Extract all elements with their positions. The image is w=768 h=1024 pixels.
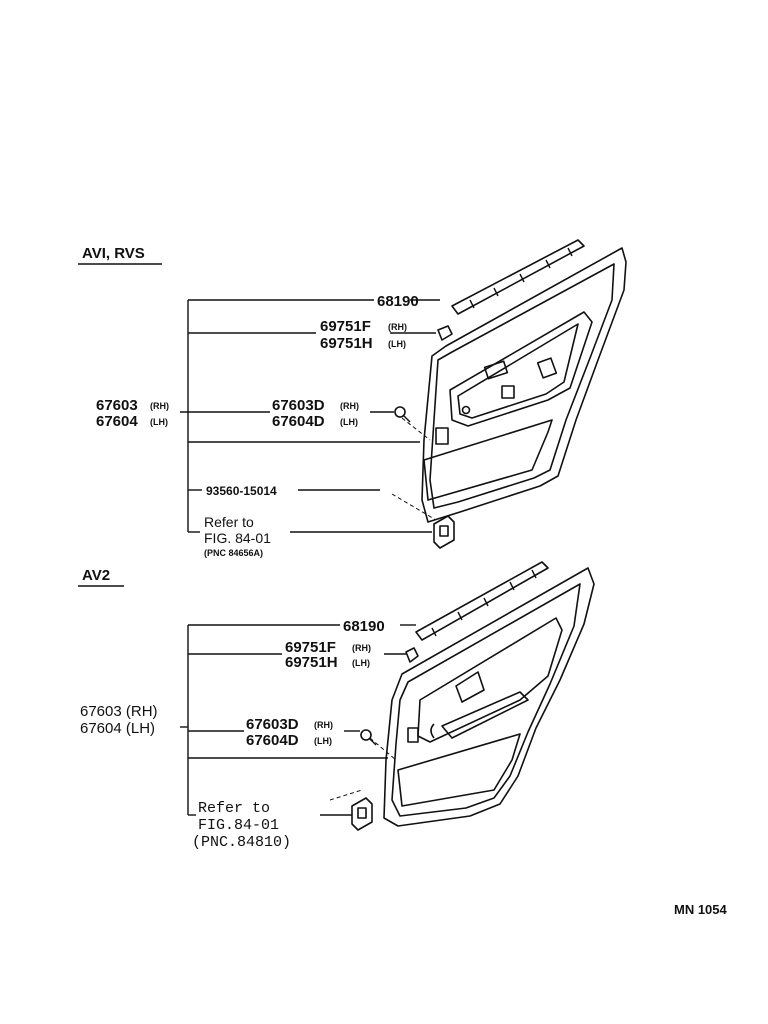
label-clip-rh: 69751F <box>320 318 371 335</box>
leader-lines <box>180 299 440 533</box>
section-heading: AVI, RVS <box>82 245 145 262</box>
label-molding: 68190 <box>343 618 385 635</box>
label-ref-line2: FIG.84-01 <box>198 817 279 834</box>
label-board-rh: 67603 (RH) <box>80 703 158 720</box>
door-trim-panel-icon <box>421 247 627 523</box>
label-screw-rh: 67603D <box>246 716 299 733</box>
label-screw-rh-side: (RH) <box>340 401 359 411</box>
label-clip-lh: 69751H <box>320 335 373 352</box>
label-board-lh-side: (LH) <box>150 417 168 427</box>
label-clip-rh: 69751F <box>285 639 336 656</box>
section-heading: AV2 <box>82 567 110 584</box>
label-ref-line3: (PNC 84656A) <box>204 548 263 558</box>
label-clip-rh-side: (RH) <box>352 643 371 653</box>
label-screw-lh: 67604D <box>246 732 299 749</box>
label-molding: 68190 <box>377 293 419 310</box>
label-screw-lh-side: (LH) <box>314 736 332 746</box>
label-bolt: 93560-15014 <box>206 484 277 498</box>
label-ref-line3: (PNC.84810) <box>192 834 291 851</box>
label-board-lh: 67604 <box>96 413 138 430</box>
screw-icon <box>360 729 377 746</box>
clip-icon <box>437 325 453 341</box>
label-clip-lh: 69751H <box>285 654 338 671</box>
belt-molding-icon <box>415 561 549 641</box>
label-board-lh: 67604 (LH) <box>80 720 155 737</box>
part-labels: 68190 69751F (RH) 69751H (LH) 67603 (RH)… <box>80 618 385 851</box>
part-labels: 68190 69751F (RH) 69751H (LH) 67603 (RH)… <box>96 293 419 558</box>
belt-molding-icon <box>451 239 585 315</box>
door-trim-panel-icon <box>383 567 595 827</box>
label-clip-lh-side: (LH) <box>352 658 370 668</box>
footer-code: MN 1054 <box>674 902 728 917</box>
label-ref-line1: Refer to <box>204 514 254 530</box>
label-board-rh-side: (RH) <box>150 401 169 411</box>
label-screw-rh: 67603D <box>272 397 325 414</box>
leader-lines <box>180 624 416 816</box>
switch-base-icon <box>351 797 373 831</box>
label-ref-line2: FIG. 84-01 <box>204 530 271 546</box>
section-av2: AV2 <box>78 561 595 851</box>
label-clip-lh-side: (LH) <box>388 339 406 349</box>
label-clip-rh-side: (RH) <box>388 322 407 332</box>
label-screw-rh-side: (RH) <box>314 720 333 730</box>
switch-base-icon <box>433 515 455 549</box>
clip-icon <box>405 647 419 663</box>
label-board-rh: 67603 <box>96 397 138 414</box>
section-avi-rvs: AVI, RVS <box>78 239 627 558</box>
label-screw-lh: 67604D <box>272 413 325 430</box>
screw-icon <box>394 406 411 423</box>
label-screw-lh-side: (LH) <box>340 417 358 427</box>
label-ref-line1: Refer to <box>198 800 270 817</box>
